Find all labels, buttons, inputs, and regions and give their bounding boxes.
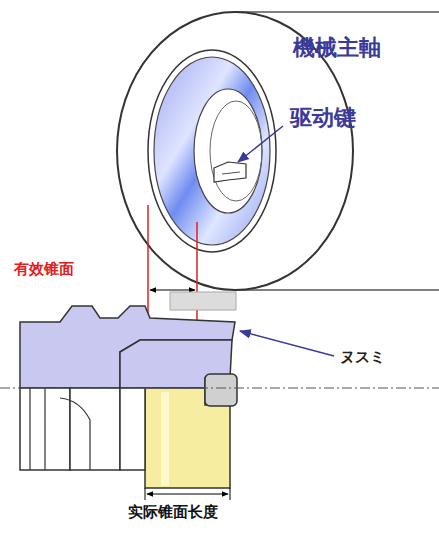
dimension-label: 有效锥面 — [14, 261, 74, 278]
part-label: 驱动键 — [290, 106, 356, 130]
tool-holder — [20, 306, 237, 488]
part-label: 機械主軸 — [293, 36, 381, 60]
spindle-face — [170, 292, 236, 310]
leader-line — [240, 331, 334, 356]
leader-line — [238, 126, 283, 162]
center-line — [0, 388, 439, 389]
machine-spindle — [117, 12, 439, 290]
part-label: ヌスミ — [340, 349, 385, 366]
dimension-label: 实际锥面长度 — [128, 504, 218, 521]
actual-taper-dimension — [145, 488, 230, 500]
